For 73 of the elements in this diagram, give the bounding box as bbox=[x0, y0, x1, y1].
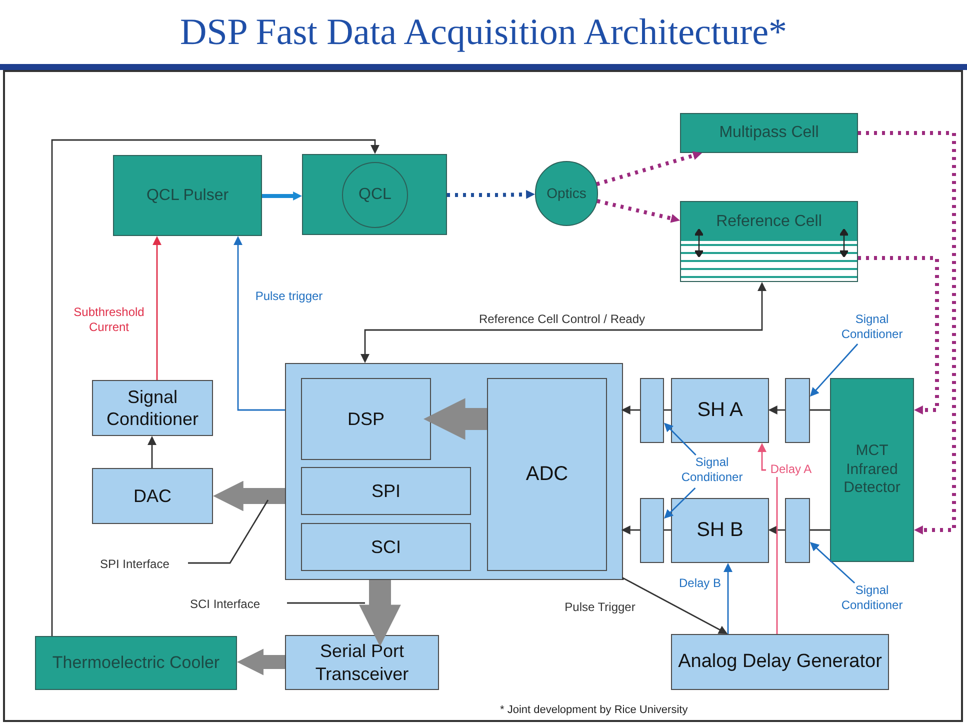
box-node bbox=[785, 378, 810, 443]
node-label: SH A bbox=[696, 398, 744, 423]
node-label: ADC bbox=[524, 462, 570, 487]
node-label: QCL Pulser bbox=[145, 186, 230, 206]
arrow bbox=[237, 648, 285, 676]
arrow bbox=[148, 436, 156, 468]
node-label: Multipass Cell bbox=[718, 123, 820, 143]
node-label: MCT Infrared Detector bbox=[842, 442, 902, 498]
box-node bbox=[285, 363, 623, 580]
box-node bbox=[302, 154, 447, 235]
annotation-text: Signal Conditioner bbox=[672, 455, 752, 488]
arrow bbox=[724, 562, 732, 634]
arrow bbox=[596, 151, 702, 186]
process-box bbox=[113, 155, 262, 236]
process-box bbox=[92, 468, 213, 524]
process-box bbox=[35, 636, 237, 690]
process-box bbox=[301, 378, 431, 460]
reference-cell-box bbox=[680, 201, 858, 282]
footnote: * Joint development by Rice University bbox=[500, 703, 688, 718]
node-label: Analog Delay Generator bbox=[677, 650, 883, 674]
node-label: SPI bbox=[370, 480, 402, 502]
arrow bbox=[152, 236, 162, 380]
leader-line bbox=[287, 602, 365, 604]
node-label: Thermoelectric Cooler bbox=[51, 652, 221, 674]
arrow bbox=[234, 236, 285, 411]
arrow bbox=[768, 526, 785, 534]
annotation-text: Signal Conditioner bbox=[828, 312, 916, 344]
process-box bbox=[92, 380, 213, 436]
box-node bbox=[640, 378, 664, 443]
leader-line bbox=[810, 542, 856, 584]
process-box bbox=[301, 523, 471, 571]
leader-line bbox=[810, 344, 858, 397]
process-box bbox=[671, 498, 769, 563]
process-box bbox=[680, 113, 858, 153]
process-box bbox=[671, 634, 889, 690]
node-label: QCL bbox=[358, 185, 392, 205]
node-label: SH B bbox=[696, 518, 744, 543]
arrow bbox=[447, 190, 536, 199]
box-node bbox=[785, 498, 810, 563]
node-label: DAC bbox=[132, 484, 172, 508]
process-box bbox=[487, 378, 607, 571]
arrow bbox=[858, 256, 939, 414]
node-label: SCI bbox=[370, 536, 402, 558]
arrow bbox=[423, 398, 487, 440]
box-node bbox=[640, 498, 664, 563]
arrow bbox=[621, 526, 640, 534]
annotation-text: Signal Conditioner bbox=[828, 583, 916, 615]
arrow bbox=[596, 199, 680, 223]
arrow bbox=[858, 131, 956, 534]
arrow bbox=[262, 192, 302, 200]
diagram-title: DSP Fast Data Acquisition Architecture* bbox=[179, 11, 788, 55]
arrow bbox=[622, 576, 728, 634]
leader-line bbox=[188, 500, 269, 564]
annotation-text: SPI Interface bbox=[100, 555, 188, 572]
node-label: Signal Conditioner bbox=[105, 386, 200, 430]
process-box bbox=[830, 378, 914, 562]
node-label: Optics bbox=[546, 184, 588, 202]
leader-line bbox=[664, 488, 696, 519]
node-label: Serial Port Transceiver bbox=[314, 640, 410, 685]
arrow bbox=[212, 480, 285, 512]
annotation-text: SCI Interface bbox=[190, 595, 287, 612]
arrow bbox=[359, 580, 401, 647]
node-label: DSP bbox=[346, 408, 386, 430]
arrow bbox=[621, 406, 640, 414]
leader-line bbox=[664, 422, 696, 456]
node-label: Reference Cell bbox=[716, 212, 822, 232]
process-box bbox=[285, 635, 439, 690]
arrow bbox=[758, 442, 778, 634]
arrow bbox=[360, 282, 766, 364]
arrow bbox=[768, 406, 785, 414]
arrow bbox=[51, 139, 380, 636]
process-box bbox=[671, 378, 769, 443]
process-box bbox=[301, 467, 471, 515]
